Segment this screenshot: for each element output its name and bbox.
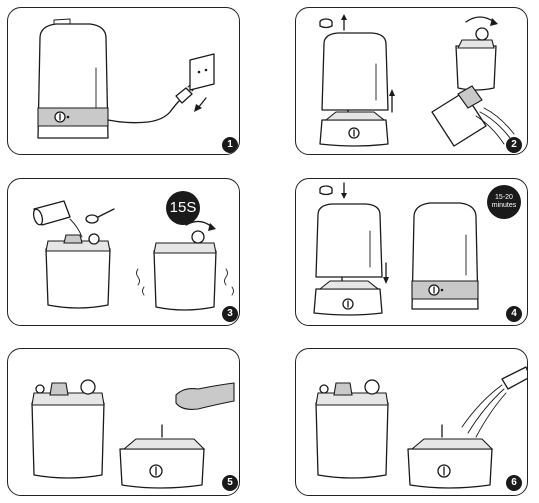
water-stream bbox=[479, 111, 511, 139]
reassemble-illustration bbox=[313, 182, 479, 316]
step-2-panel: 2 bbox=[295, 7, 528, 155]
rinse-illustration bbox=[315, 366, 527, 489]
water-hose bbox=[501, 366, 527, 390]
step-badge: 2 bbox=[506, 137, 522, 153]
wall-socket bbox=[189, 53, 215, 91]
step-badge: 4 bbox=[506, 306, 522, 322]
water-stream bbox=[461, 384, 503, 428]
empty-tank-illustration bbox=[319, 14, 515, 147]
water-tank bbox=[321, 32, 389, 111]
step-badge: 5 bbox=[222, 475, 238, 491]
wipe-base-illustration bbox=[31, 379, 235, 489]
rotate-arrow-icon bbox=[465, 16, 495, 23]
step-badge: 3 bbox=[222, 306, 238, 322]
step-badge: 1 bbox=[222, 137, 238, 153]
step-badge: 6 bbox=[506, 475, 522, 491]
wait-time-bubble: 15-20 minutes bbox=[487, 185, 521, 219]
spoon bbox=[85, 214, 99, 224]
add-cleaner-illustration bbox=[32, 200, 234, 311]
step-6-panel: 6 bbox=[295, 348, 528, 496]
step-3-panel: 15S 3 bbox=[7, 178, 240, 326]
step-4-panel: 15-20 minutes 4 bbox=[295, 178, 528, 326]
power-plug bbox=[175, 87, 193, 104]
timer-bubble: 15S bbox=[166, 191, 200, 225]
unplug-illustration bbox=[37, 18, 215, 139]
step-1-panel: 1 bbox=[7, 7, 240, 155]
step-5-panel: 5 bbox=[7, 348, 240, 496]
control-panel bbox=[37, 107, 109, 127]
cloth bbox=[175, 382, 235, 410]
power-cable bbox=[107, 99, 181, 124]
